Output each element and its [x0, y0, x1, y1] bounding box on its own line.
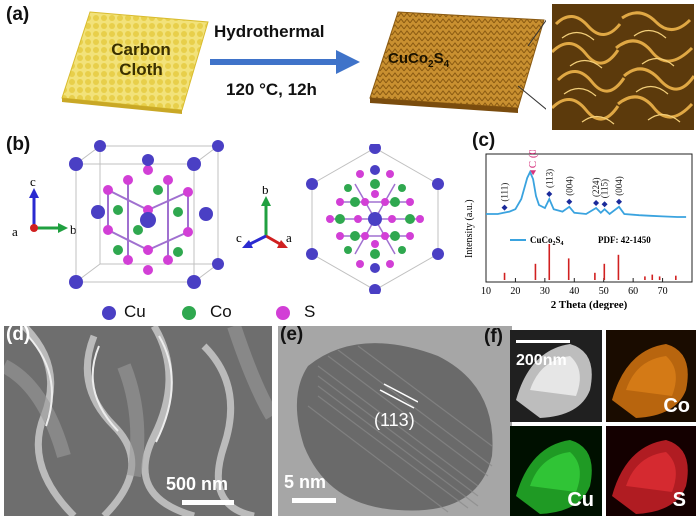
carbon-cloth-line1: Carbon [111, 40, 171, 59]
peak-marker-0 [501, 204, 508, 211]
panel-label-e: (e) [280, 326, 304, 345]
haadf-scale-bar [516, 340, 570, 343]
peak-label-3: (004) [564, 176, 574, 196]
peak-label-2: (113) [544, 169, 554, 188]
tem-scale-label: 5 nm [284, 472, 327, 492]
x-tick-label-1: 20 [510, 286, 520, 297]
hexagonal-projection-model [306, 144, 444, 294]
tem-image: (e) (113) 5 nm [278, 326, 512, 516]
nanosheet-zoom-image [552, 4, 694, 130]
haadf-map: 200nm [510, 330, 602, 422]
s-map: S [606, 426, 696, 516]
sem-texture [4, 326, 272, 516]
axis-a-label-right: a [286, 230, 292, 245]
tem-scale-bar [292, 498, 336, 503]
product-formula-sub2: 4 [443, 59, 450, 70]
carbon-cloth-line2: Cloth [119, 60, 163, 79]
cu-map: Cu [510, 426, 602, 516]
axis-b-label-left: b [70, 222, 77, 237]
axis-c-label-left: c [30, 178, 36, 189]
axes-icon-left: c a b [12, 178, 77, 239]
atom-legend: Cu Co S [100, 302, 350, 324]
cuco2s4-label: CuCo2S4 [388, 50, 449, 70]
haadf-scale-label: 200nm [516, 352, 567, 369]
condition-label: 120 °C, 12h [226, 80, 317, 99]
peak-marker-3 [566, 198, 573, 205]
product-formula-base: CuCo [388, 50, 428, 67]
axis-b-label-right: b [262, 186, 269, 197]
peak-marker-6 [616, 198, 623, 205]
s-legend-dot [276, 306, 290, 320]
x-tick-label-4: 50 [599, 286, 609, 297]
tem-texture [278, 326, 512, 516]
lattice-plane-label: (113) [374, 410, 415, 430]
axis-a-label-left: a [12, 224, 18, 239]
x-tick-label-0: 10 [481, 286, 491, 297]
cu-legend-dot [102, 306, 116, 320]
sem-image: (d) 500 nm [4, 326, 272, 516]
cu-legend-label: Cu [124, 302, 146, 321]
peak-label-1: C (002) [527, 150, 539, 168]
s-map-label: S [672, 489, 686, 511]
s-legend-label: S [304, 302, 316, 321]
co-map-texture [612, 344, 688, 418]
y-axis-label: Intensity (a.u.) [464, 199, 475, 258]
cuco2s4-cloth-schematic [369, 11, 546, 113]
peak-label-0: (111) [500, 183, 510, 202]
process-arrow [210, 50, 360, 74]
sem-scale-label: 500 nm [166, 474, 229, 494]
unit-cell-model [69, 140, 224, 289]
plot-frame [485, 153, 693, 283]
peak-marker-group: (111) C (002) (113) (004) (224)(115) (004) [500, 150, 624, 211]
peak-label-6: (004) [614, 176, 624, 196]
peak-marker-4 [593, 200, 600, 206]
reference-pdf-label: PDF: 42-1450 [598, 235, 651, 245]
xrd-chart: Intensity (a.u.) 10 20 30 40 50 60 70 (111) C (… [464, 150, 693, 310]
haadf-texture [516, 344, 592, 418]
co-map: Co [606, 330, 696, 422]
lattice-marker [379, 383, 418, 409]
panel-label-d: (d) [6, 326, 31, 345]
co-map-label: Co [663, 395, 690, 417]
axis-c-label-right: c [236, 230, 242, 245]
panel-label-f: (f) [484, 326, 503, 347]
x-axis-label: 2 Theta (degree) [551, 299, 628, 310]
axes-icon-right: b c a [236, 186, 292, 248]
peak-marker-5 [601, 201, 608, 208]
x-tick-group: 10 20 30 40 50 60 70 [481, 278, 668, 297]
product-formula-sub1: 2 [428, 59, 434, 70]
sem-scale-bar [182, 500, 234, 505]
legend-label: CuCo2S4 [530, 235, 564, 247]
peak-marker-2 [546, 191, 553, 197]
peak-marker-1 [530, 170, 537, 176]
cu-map-label: Cu [567, 489, 594, 511]
hydrothermal-label: Hydrothermal [214, 22, 325, 41]
reference-bar-group [503, 244, 677, 280]
peak-label-5: (115) [600, 179, 610, 198]
co-legend-dot [182, 306, 196, 320]
x-tick-label-3: 40 [569, 286, 579, 297]
panel-label-a: (a) [6, 4, 30, 25]
panel-label-b: (b) [6, 134, 31, 155]
cuco2s4-series-line [486, 169, 687, 218]
x-tick-label-6: 70 [658, 286, 668, 297]
x-tick-label-2: 30 [540, 286, 550, 297]
panel-label-c: (c) [472, 130, 496, 151]
peak-label-4: (224) [591, 178, 601, 198]
carbon-cloth-schematic [61, 11, 209, 114]
x-tick-label-5: 60 [628, 286, 638, 297]
cu-map-texture [516, 440, 592, 514]
co-legend-label: Co [210, 302, 232, 321]
s-map-texture [612, 440, 688, 514]
carbon-cloth-label: Carbon Cloth [96, 40, 186, 80]
product-formula-mid: S [433, 50, 444, 67]
